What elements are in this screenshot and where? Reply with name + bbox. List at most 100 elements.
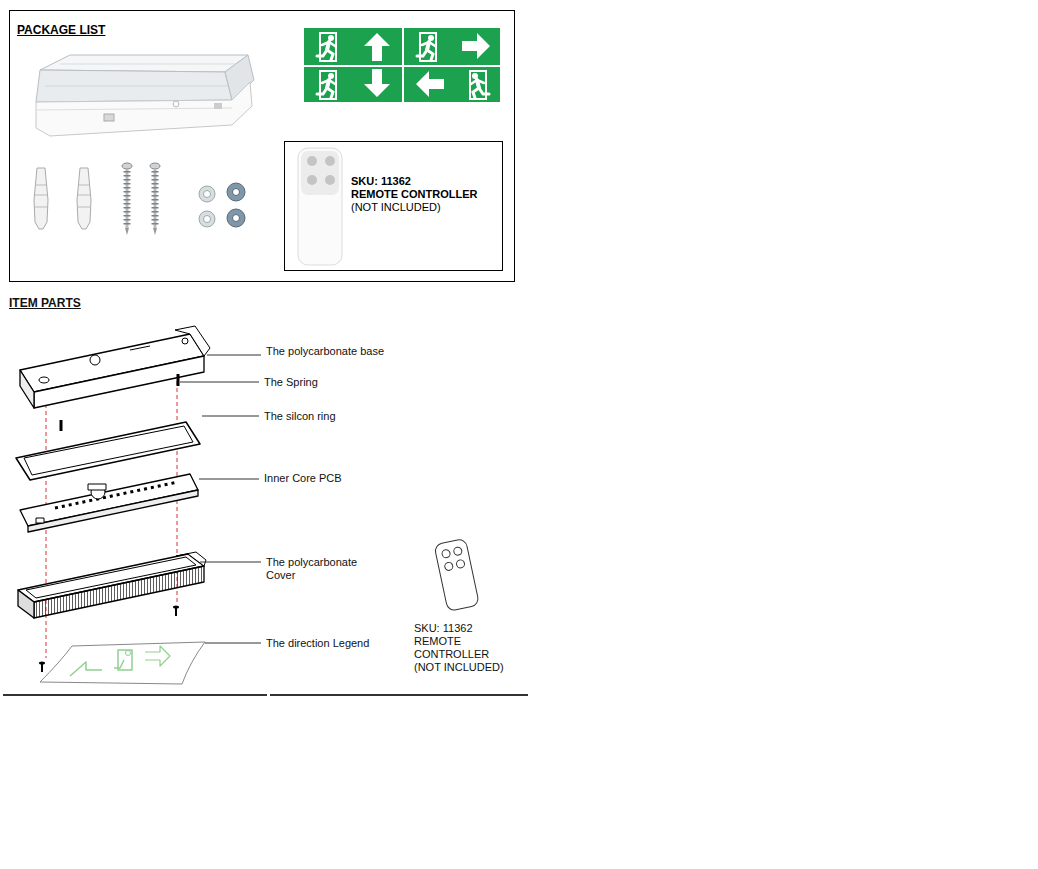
exploded-view — [46, 404, 47, 658]
washers — [199, 211, 215, 227]
exploded-view — [41, 663, 43, 672]
remote-drawing — [444, 562, 453, 571]
section-heading: ITEM PARTS — [9, 296, 81, 310]
washers — [199, 186, 215, 202]
exploded-view — [182, 338, 188, 344]
exit-sign-legends — [462, 33, 490, 59]
remote-photo — [298, 148, 342, 265]
part-name-holder: Inner Core PCB — [264, 472, 342, 485]
leader-lines — [180, 355, 261, 643]
washers — [233, 215, 240, 222]
leader-lines — [180, 382, 259, 383]
remote-controller-box: SKU: 11362REMOTE CONTROLLER(NOT INCLUDED… — [284, 141, 503, 271]
exploded-view — [16, 326, 210, 684]
part-name: Inner Core PCB — [264, 472, 342, 485]
washers — [204, 191, 211, 198]
exit-sign-legends — [364, 33, 390, 61]
remote-photo — [325, 175, 335, 185]
wall-plugs — [78, 207, 90, 208]
remote-photo — [307, 175, 317, 185]
exit-sign-legends — [304, 28, 500, 102]
wall-plugs — [79, 185, 89, 186]
remote-note: REMOTE CONTROLLER — [351, 188, 502, 201]
screws — [122, 163, 132, 169]
remote-note: (NOT INCLUDED) — [414, 661, 504, 674]
wall-plugs — [35, 207, 47, 208]
screws — [126, 169, 129, 228]
exploded-view — [20, 370, 34, 408]
exploded-view — [114, 660, 124, 668]
exit-sign-legends — [416, 71, 444, 97]
exploded-view — [39, 377, 49, 383]
part-name: The Spring — [264, 376, 318, 389]
leader-lines — [205, 643, 261, 644]
exploded-view — [34, 356, 204, 408]
remote-note: SKU: 11362 — [414, 622, 473, 635]
remote-note-holder: (NOT INCLUDED) — [414, 661, 504, 674]
exploded-view — [60, 420, 63, 431]
leader-lines — [200, 562, 261, 563]
exit-sign-legends — [470, 71, 489, 99]
exit-lamp — [45, 86, 228, 87]
remote-drawing — [434, 538, 479, 611]
remote-note: (NOT INCLUDED) — [351, 201, 502, 214]
washers — [204, 216, 211, 223]
bottom-rule — [3, 695, 528, 696]
screws — [122, 163, 160, 235]
part-name: The direction Legend — [266, 637, 369, 650]
remote-note: REMOTE CONTROLLER — [414, 635, 494, 661]
exploded-view — [177, 374, 180, 386]
exit-lamp — [173, 101, 179, 107]
part-name-holder: The polycarbonate base — [266, 345, 384, 358]
washers — [233, 189, 240, 196]
wall-plugs — [77, 168, 91, 229]
part-name: The polycarbonate base — [266, 345, 384, 358]
screws — [150, 163, 160, 169]
exit-sign-legends — [364, 69, 390, 97]
bottom-rule — [3, 694, 267, 696]
leader-lines — [199, 479, 259, 480]
washers — [227, 183, 245, 201]
leader-lines — [202, 416, 259, 417]
wall-plugs — [35, 195, 47, 196]
part-name-holder: The direction Legend — [266, 637, 369, 650]
exploded-view — [175, 607, 177, 616]
exit-sign-legends — [304, 28, 500, 102]
exit-sign-legends — [317, 71, 336, 99]
part-name: The polycarbonate Cover — [266, 556, 374, 582]
exploded-view — [24, 426, 193, 475]
exploded-view — [40, 642, 205, 684]
remote-photo — [301, 151, 339, 195]
exit-lamp — [36, 108, 232, 110]
exit-lamp — [36, 55, 254, 136]
exploded-view — [18, 590, 34, 618]
exit-lamp — [214, 103, 222, 109]
screws — [152, 171, 159, 226]
exploded-view — [70, 662, 102, 676]
exploded-view — [175, 326, 210, 356]
screws — [154, 169, 157, 228]
exit-lamp — [104, 114, 114, 121]
exploded-view — [16, 422, 200, 480]
exploded-view — [34, 566, 204, 618]
exploded-view — [90, 355, 100, 365]
exploded-view — [126, 651, 131, 656]
screws — [125, 228, 129, 235]
exploded-view — [145, 646, 170, 666]
exit-sign-legends — [304, 65, 500, 67]
exit-lamp — [40, 55, 248, 72]
remote-photo — [325, 156, 335, 166]
exploded-view — [55, 482, 178, 508]
exit-sign-legends — [417, 33, 436, 61]
part-name: The silcon ring — [264, 410, 336, 423]
wall-plugs — [36, 185, 46, 186]
exploded-view — [28, 490, 198, 532]
remote-drawing — [456, 559, 465, 568]
exit-lamp — [60, 64, 236, 65]
part-name-holder: The silcon ring — [264, 410, 336, 423]
washers — [199, 183, 245, 227]
screws — [124, 171, 131, 226]
exploded-view — [36, 518, 44, 523]
